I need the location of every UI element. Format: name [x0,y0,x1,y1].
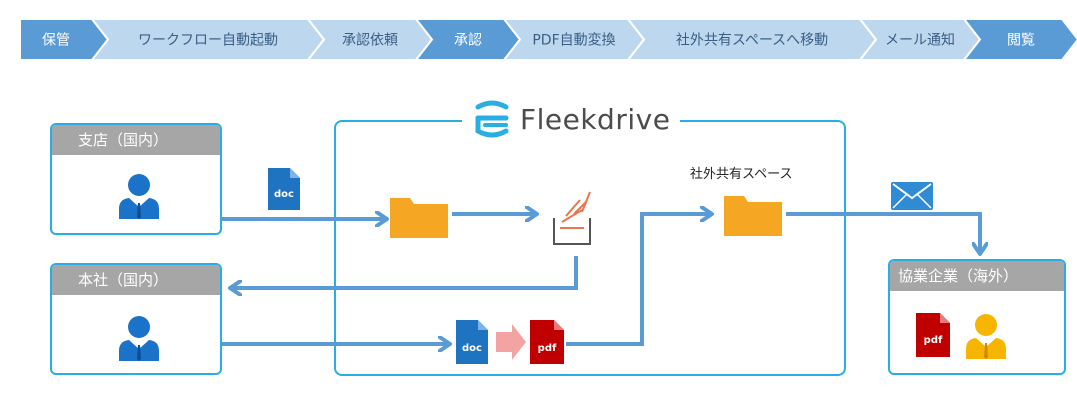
svg-text:pdf: pdf [538,343,557,354]
svg-text:doc: doc [274,189,294,200]
approval-icon [553,191,591,245]
pdf-file-icon: pdf [916,313,950,357]
headquarters-box: 本社（国内） [50,263,222,375]
pdf-file-icon-conversion: pdf [530,320,564,364]
fleekdrive-logo: Fleekdrive [462,96,681,142]
svg-text:doc: doc [462,343,482,354]
flow-step-label-4: 承認 [454,33,482,49]
partner-company-box: 協業企業（海外） pdf [888,259,1066,375]
folder-icon [390,198,448,238]
doc-file-icon-conversion: doc [456,320,488,364]
flow-step-label-1: 保管 [42,33,70,49]
mail-icon [891,182,933,210]
flow-step-label-8: 閲覧 [1007,32,1035,49]
branch-office-box: 支店（国内） [50,123,222,235]
doc-file-icon: doc [268,168,300,210]
person-icon [119,316,159,361]
conversion-arrow-icon [496,324,526,360]
person-icon-partner [966,314,1006,359]
fleekdrive-name: Fleekdrive [520,102,671,136]
flow-step-label-7: メール通知 [885,32,955,49]
flow-step-label-3: 承認依頼 [342,33,398,49]
arrow-approval-to-hq [232,256,578,288]
arrow-external-to-partner [786,212,980,252]
flow-step-label-6: 社外共有スペースへ移動 [676,33,828,49]
headquarters-title: 本社（国内） [52,265,220,295]
arrow-pdf-to-external [566,214,710,346]
branch-office-title: 支店（国内） [52,125,220,155]
svg-text:pdf: pdf [924,335,943,346]
process-flow-bar: 保管 ワークフロー自動起動 承認依頼 承認 PDF自動変換 社外共有スペースへ移動 メール通… [19,18,1077,61]
fleekdrive-logo-icon [475,100,509,138]
flow-step-8 [961,18,1077,61]
flow-step-label-5: PDF自動変換 [532,32,615,49]
flow-step-label-2: ワークフロー自動起動 [138,33,278,49]
external-folder-icon [724,196,782,236]
external-space-label: 社外共有スペース [690,167,793,182]
person-icon [119,174,159,219]
partner-company-title: 協業企業（海外） [890,261,1064,291]
